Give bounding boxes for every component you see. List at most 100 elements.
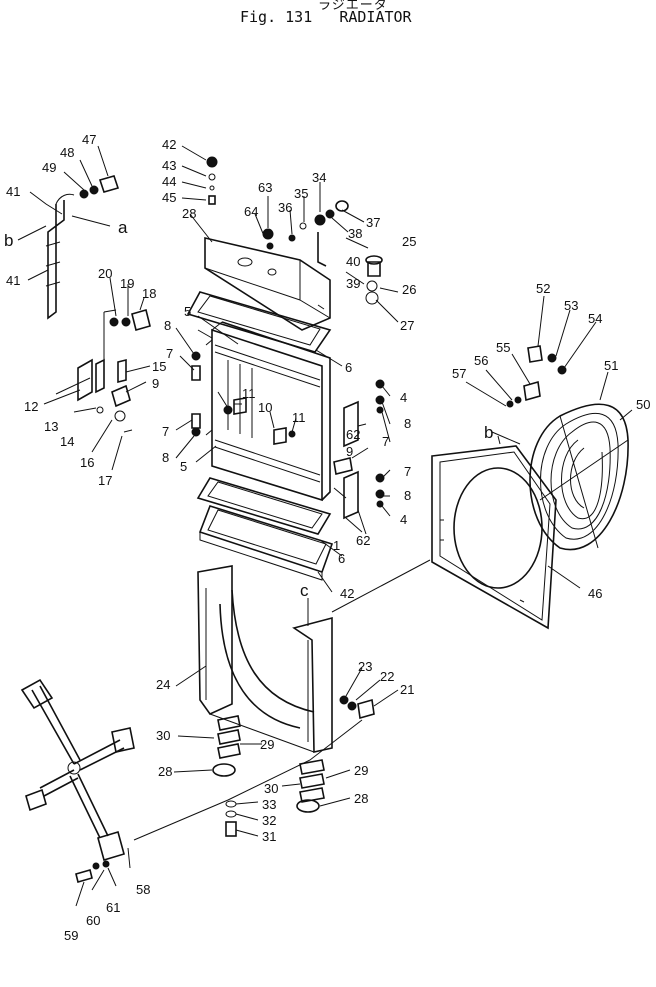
fan-shroud bbox=[431, 445, 557, 630]
callout-18: 18 bbox=[142, 286, 156, 301]
callout-33: 33 bbox=[262, 797, 276, 812]
callout-8a: 8 bbox=[164, 318, 171, 333]
callout-54: 54 bbox=[588, 311, 602, 326]
callout-29b: 29 bbox=[354, 763, 368, 778]
callout-7d: 7 bbox=[404, 464, 411, 479]
callout-45: 45 bbox=[162, 190, 176, 205]
callout-62b: 62 bbox=[356, 533, 370, 548]
callout-7c: 7 bbox=[382, 434, 389, 449]
callout-numbers: 1 28 42 4 4 5 5 6 6 7 7 7 7 8 8 8 8 9 9 … bbox=[6, 132, 650, 943]
callout-5b: 5 bbox=[180, 459, 187, 474]
mount-bracket bbox=[77, 309, 131, 408]
callout-28b: 28 bbox=[354, 791, 368, 806]
lower-tank bbox=[198, 505, 334, 581]
callout-57: 57 bbox=[452, 366, 466, 381]
ref-letter-a: a bbox=[118, 218, 128, 237]
callout-12: 12 bbox=[24, 399, 38, 414]
stay-rod bbox=[45, 193, 75, 320]
callout-61: 61 bbox=[106, 900, 120, 915]
callout-8d: 8 bbox=[404, 488, 411, 503]
callout-39: 39 bbox=[346, 276, 360, 291]
callout-59: 59 bbox=[64, 928, 78, 943]
callout-15: 15 bbox=[152, 359, 166, 374]
callout-35: 35 bbox=[294, 186, 308, 201]
callout-3: 42 bbox=[340, 586, 354, 601]
callout-40: 40 bbox=[346, 254, 360, 269]
side-plates bbox=[343, 400, 359, 520]
callout-41b: 41 bbox=[6, 273, 20, 288]
callout-63: 63 bbox=[258, 180, 272, 195]
callout-7b: 7 bbox=[162, 424, 169, 439]
callout-36: 36 bbox=[278, 200, 292, 215]
callout-29a: 29 bbox=[260, 737, 274, 752]
callout-6b: 6 bbox=[338, 551, 345, 566]
callout-8c: 8 bbox=[404, 416, 411, 431]
figure-name: RADIATOR bbox=[339, 8, 412, 26]
figure-number: Fig. 131 bbox=[240, 8, 313, 26]
ref-letter-b-left: b bbox=[4, 231, 13, 250]
callout-27: 27 bbox=[400, 318, 414, 333]
callout-55: 55 bbox=[496, 340, 510, 355]
callout-50: 50 bbox=[636, 397, 650, 412]
leader-lines bbox=[17, 145, 633, 907]
callout-8b: 8 bbox=[162, 450, 169, 465]
figure-title: Fig. 131 RADIATOR bbox=[240, 8, 412, 26]
callout-19: 19 bbox=[120, 276, 134, 291]
callout-1: 1 bbox=[333, 538, 340, 553]
callout-58: 58 bbox=[136, 882, 150, 897]
callout-13: 13 bbox=[44, 419, 58, 434]
callout-34: 34 bbox=[312, 170, 326, 185]
callout-51: 51 bbox=[604, 358, 618, 373]
stay-assembly bbox=[20, 678, 135, 862]
callout-32: 32 bbox=[262, 813, 276, 828]
callout-56: 56 bbox=[474, 353, 488, 368]
callout-9b: 9 bbox=[346, 444, 353, 459]
callout-30b: 30 bbox=[264, 781, 278, 796]
callout-20: 20 bbox=[98, 266, 112, 281]
callout-25: 25 bbox=[402, 234, 416, 249]
ref-letter-c: c bbox=[300, 581, 309, 600]
callout-30a: 30 bbox=[156, 728, 170, 743]
callout-24: 24 bbox=[156, 677, 170, 692]
hardware bbox=[75, 156, 567, 883]
callout-62a: 62 bbox=[346, 427, 360, 442]
callout-28a: 28 bbox=[158, 764, 172, 779]
callout-44: 44 bbox=[162, 174, 176, 189]
callout-10: 10 bbox=[258, 400, 272, 415]
callout-26: 26 bbox=[402, 282, 416, 297]
radiator-guard bbox=[197, 565, 333, 753]
callout-5a: 5 bbox=[184, 304, 191, 319]
japanese-title: ラジエータ bbox=[318, 0, 388, 13]
upper-tank bbox=[204, 236, 331, 331]
callout-41a: 41 bbox=[6, 184, 20, 199]
callout-52: 52 bbox=[536, 281, 550, 296]
callout-46: 46 bbox=[588, 586, 602, 601]
callout-37: 37 bbox=[366, 215, 380, 230]
callout-48: 48 bbox=[60, 145, 74, 160]
callout-11a: 11 bbox=[242, 386, 256, 401]
callout-17: 17 bbox=[98, 473, 112, 488]
callout-4b: 4 bbox=[400, 512, 407, 527]
callout-43: 43 bbox=[162, 158, 176, 173]
callout-53: 53 bbox=[564, 298, 578, 313]
title-block: ラジエータ Fig. 131 RADIATOR bbox=[0, 0, 656, 30]
ref-letter-b-right: b bbox=[484, 423, 493, 442]
callout-22: 22 bbox=[380, 669, 394, 684]
upper-gasket bbox=[186, 291, 332, 353]
callout-64: 64 bbox=[244, 204, 258, 219]
callout-2: 28 bbox=[182, 206, 196, 221]
mount-pads bbox=[212, 715, 325, 837]
callout-11b: 11 bbox=[292, 410, 306, 425]
reference-letters: a b b c bbox=[4, 218, 493, 600]
radiator-core bbox=[205, 321, 331, 502]
lower-gasket bbox=[196, 477, 332, 535]
callout-23: 23 bbox=[358, 659, 372, 674]
callout-14: 14 bbox=[60, 434, 74, 449]
callout-47: 47 bbox=[82, 132, 96, 147]
callout-16: 16 bbox=[80, 455, 94, 470]
callout-9a: 9 bbox=[152, 376, 159, 391]
callout-7a: 7 bbox=[166, 346, 173, 361]
callout-6a: 6 bbox=[345, 360, 352, 375]
